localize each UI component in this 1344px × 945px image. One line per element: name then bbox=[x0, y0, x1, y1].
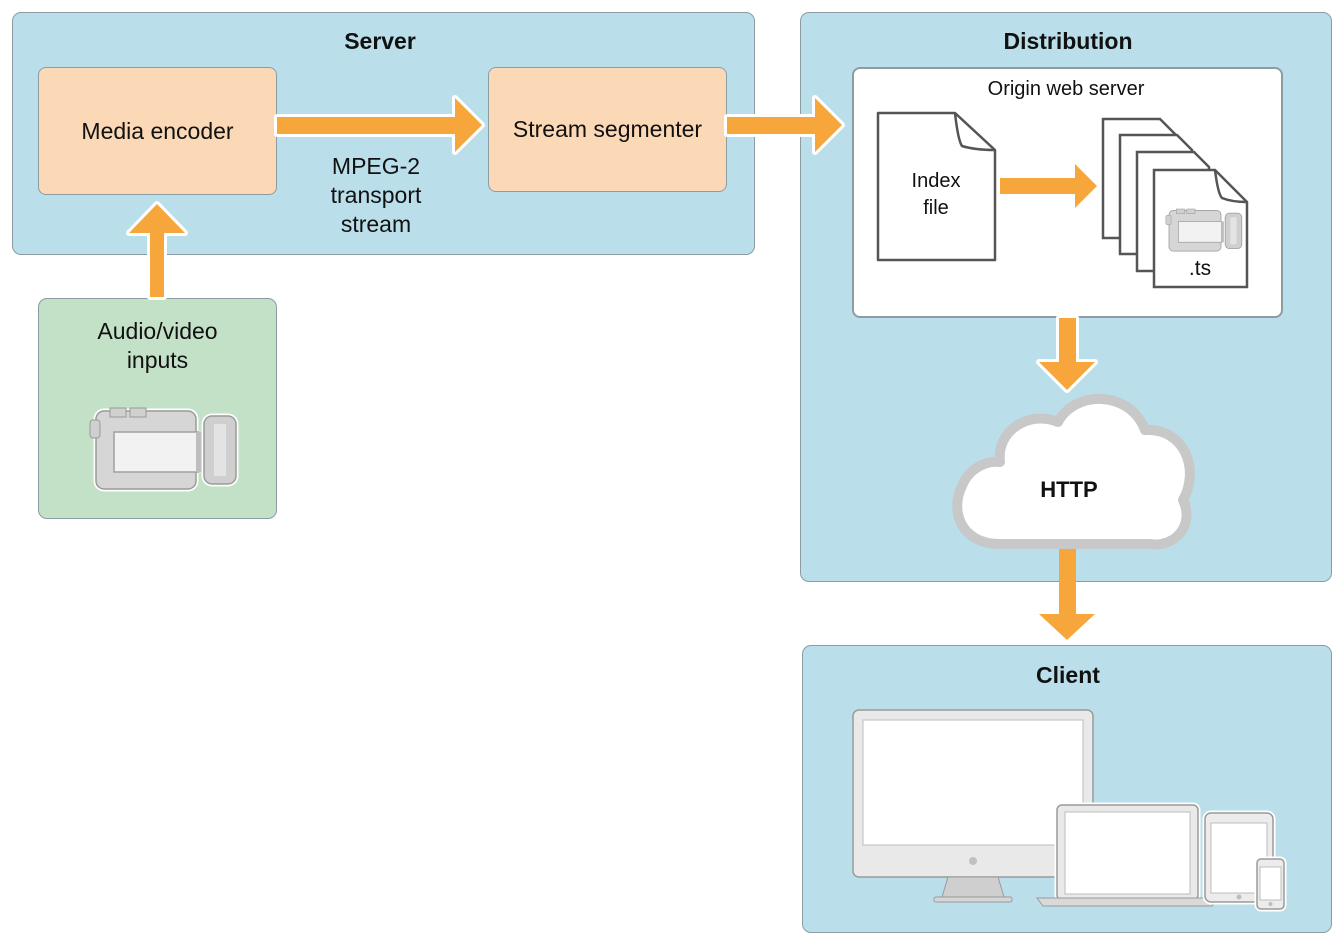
ts-camera-icon bbox=[1164, 207, 1244, 253]
inputs-label: Audio/video inputs bbox=[97, 318, 218, 373]
arrow-encoder-to-segmenter bbox=[274, 95, 485, 155]
arrow-segmenter-to-distribution bbox=[724, 95, 845, 155]
media-encoder-box: Media encoder bbox=[38, 67, 277, 195]
index-file-icon bbox=[876, 111, 997, 262]
video-camera-icon bbox=[90, 408, 236, 489]
distribution-title: Distribution bbox=[1003, 28, 1133, 54]
client-title: Client bbox=[1036, 662, 1100, 688]
ts-label: .ts bbox=[1188, 257, 1212, 280]
arrow-inputs-to-encoder bbox=[126, 201, 188, 300]
transport-stream-label: MPEG-2 transport stream bbox=[330, 153, 422, 237]
phone-icon bbox=[1254, 856, 1287, 912]
arrow-http-to-client bbox=[1039, 545, 1095, 640]
laptop-icon bbox=[1036, 802, 1219, 907]
origin-web-server-label: Origin web server bbox=[987, 78, 1145, 100]
http-label: HTTP bbox=[1040, 477, 1098, 502]
arrow-origin-to-http bbox=[1036, 315, 1098, 393]
desktop-monitor-icon bbox=[852, 709, 1094, 903]
stream-segmenter-box: Stream segmenter bbox=[488, 67, 727, 192]
http-cloud-icon bbox=[952, 394, 1195, 550]
index-file-label: Index file bbox=[911, 170, 961, 219]
server-title: Server bbox=[344, 28, 416, 54]
ts-segments-icon bbox=[1101, 117, 1249, 289]
arrow-index-to-ts bbox=[1000, 164, 1097, 208]
